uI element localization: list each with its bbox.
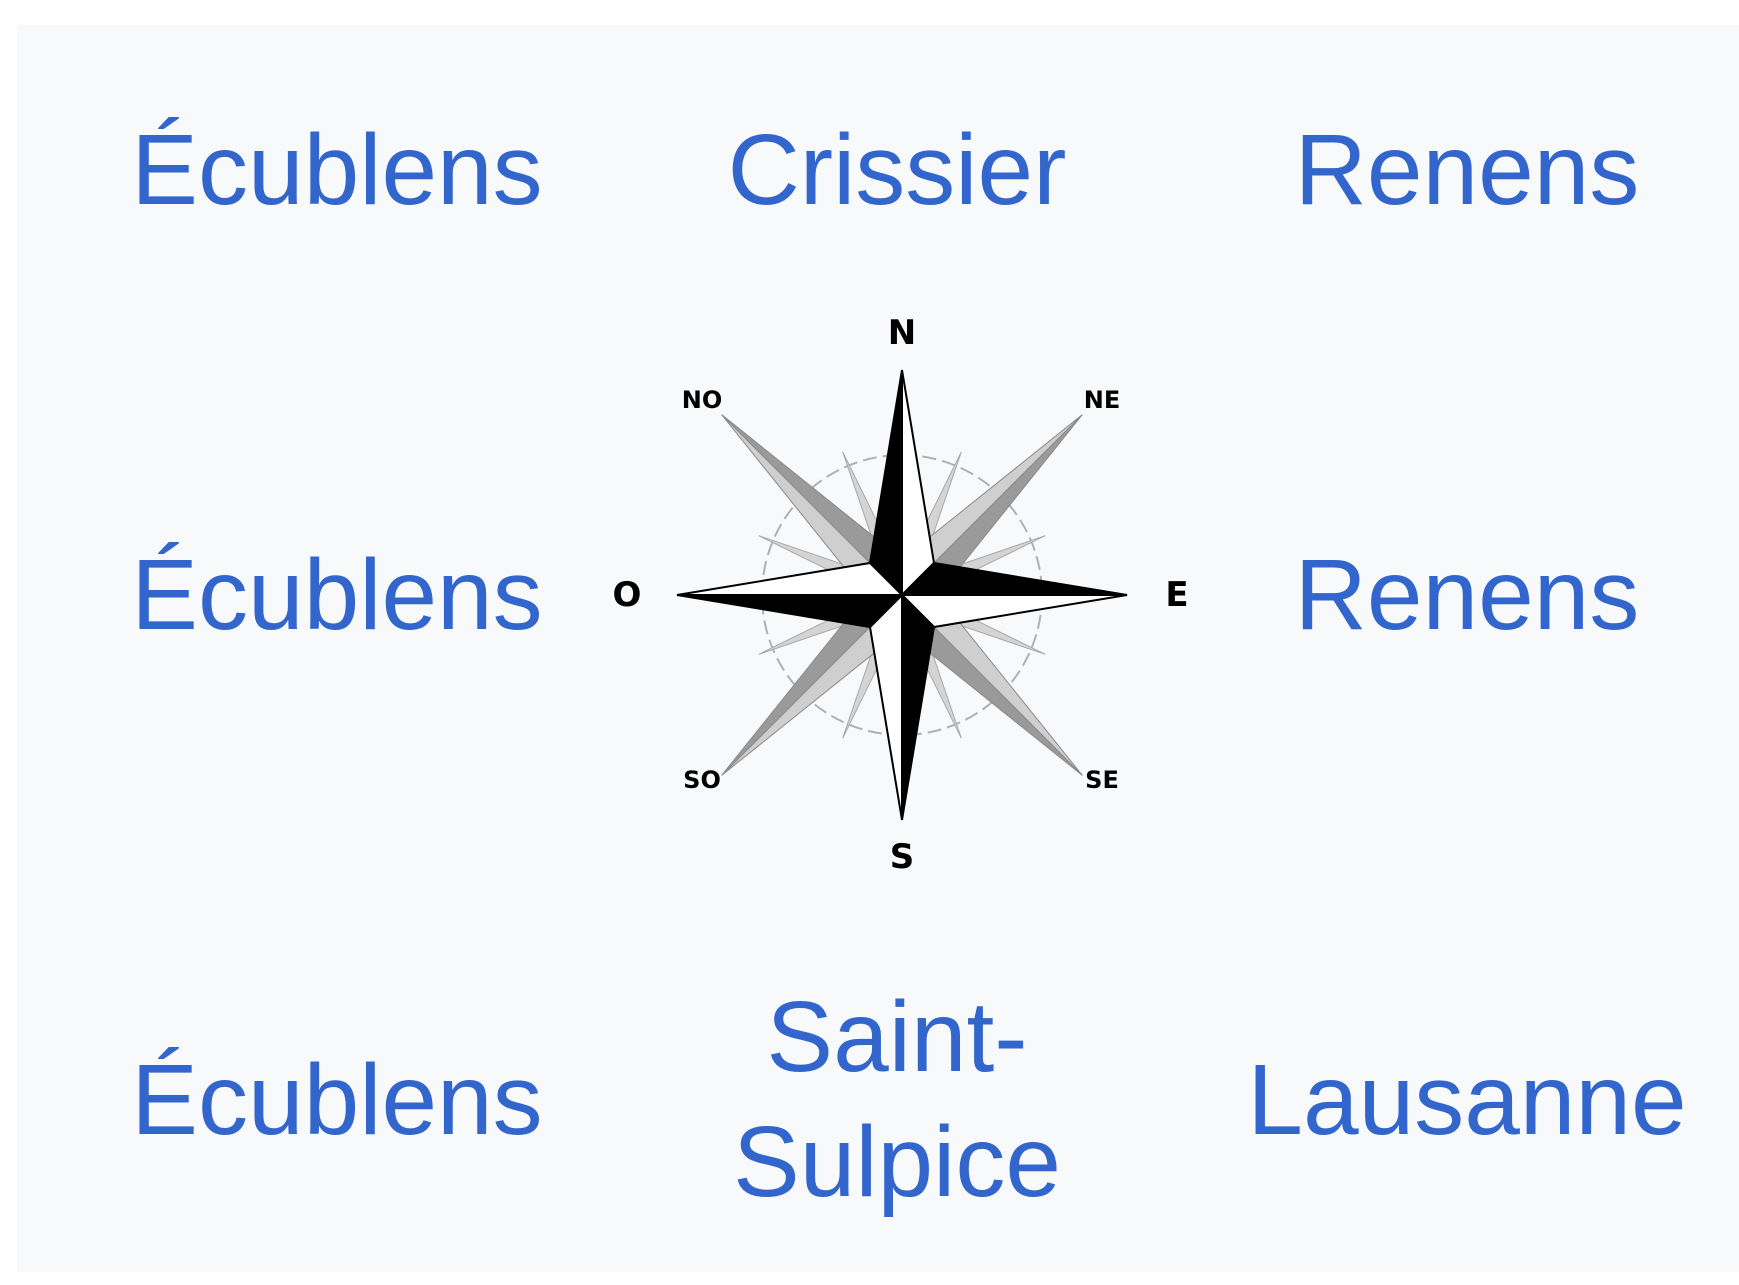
compass-label-ne: NE xyxy=(1084,386,1120,414)
neighbor-west-link[interactable]: Écublens xyxy=(77,520,597,670)
neighbors-panel: Écublens Crissier Renens Écublens Renens… xyxy=(17,25,1739,1272)
compass-label-s: S xyxy=(890,837,915,877)
neighbor-south-line-1: Saint- xyxy=(766,975,1027,1100)
neighbor-north-link[interactable]: Crissier xyxy=(657,95,1137,245)
neighbor-south-east-link[interactable]: Lausanne xyxy=(1197,915,1737,1285)
compass-label-n: N xyxy=(888,313,916,353)
neighbor-east-link[interactable]: Renens xyxy=(1197,520,1737,670)
compass-label-no: NO xyxy=(682,386,723,414)
compass-rose-icon: N S E O NE NO SE SO xyxy=(587,285,1217,905)
compass-label-e: E xyxy=(1165,575,1188,615)
neighbor-south-line-2: Sulpice xyxy=(733,1100,1061,1225)
neighbor-north-east-link[interactable]: Renens xyxy=(1197,95,1737,245)
neighbor-south-west-link[interactable]: Écublens xyxy=(77,915,597,1285)
compass-label-o: O xyxy=(613,575,642,615)
neighbor-north-west-link[interactable]: Écublens xyxy=(77,95,597,245)
compass-label-so: SO xyxy=(683,766,721,794)
neighbor-south-link[interactable]: Saint- Sulpice xyxy=(657,915,1137,1285)
compass-label-se: SE xyxy=(1085,766,1119,794)
